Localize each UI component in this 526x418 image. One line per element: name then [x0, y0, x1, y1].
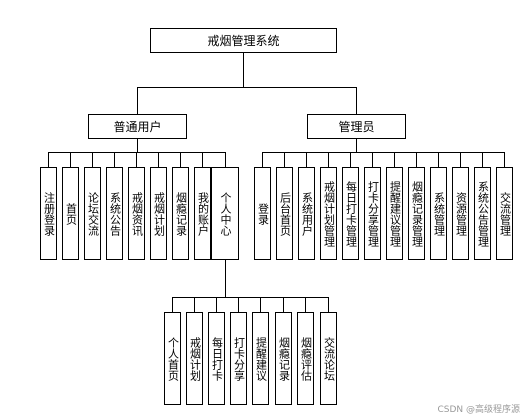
admin-node: 每日打卡管理	[342, 167, 359, 260]
node-label: 打卡分享	[232, 336, 246, 381]
node-label: 系统管理	[432, 191, 446, 236]
node-label: 交流论坛	[322, 336, 336, 381]
admin-node: 戒烟计划管理	[320, 167, 337, 260]
admin-node: 系统公告管理	[474, 167, 491, 260]
node-label: 系统用户	[300, 191, 314, 236]
node-label: 我的账户	[196, 191, 210, 236]
admin-node: 提醒建议管理	[386, 167, 403, 260]
node-label: 首页	[64, 202, 78, 225]
personal-node: 烟瘾评估	[297, 312, 314, 405]
branch-regular-user: 普通用户	[88, 114, 187, 139]
admin-node: 登录	[254, 167, 271, 260]
user-node: 首页	[62, 167, 79, 260]
node-label: 戒烟计划	[152, 191, 166, 236]
admin-node: 系统用户	[298, 167, 315, 260]
node-label: 烟瘾记录	[277, 336, 291, 381]
node-label: 戒烟计划管理	[322, 180, 336, 247]
user-node-personal-center: 个人中心	[211, 167, 239, 260]
user-node: 系统公告	[106, 167, 123, 260]
node-label: 提醒建议管理	[388, 180, 402, 247]
personal-node: 戒烟计划	[186, 312, 203, 405]
node-label: 提醒建议	[254, 336, 268, 381]
user-node: 戒烟资讯	[128, 167, 145, 260]
branch-label: 管理员	[338, 120, 375, 134]
personal-node: 个人首页	[164, 312, 181, 405]
node-label: 打卡分享管理	[366, 180, 380, 247]
admin-node: 系统管理	[430, 167, 447, 260]
user-node: 注册登录	[40, 167, 57, 260]
admin-node: 交流管理	[496, 167, 513, 260]
personal-node: 每日打卡	[208, 312, 225, 405]
user-node: 论坛交流	[84, 167, 101, 260]
personal-node: 打卡分享	[230, 312, 247, 405]
node-label: 交流管理	[498, 191, 512, 236]
node-label: 烟瘾记录管理	[410, 180, 424, 247]
branch-label: 普通用户	[113, 120, 162, 134]
admin-node: 资源管理	[452, 167, 469, 260]
admin-node: 烟瘾记录管理	[408, 167, 425, 260]
personal-node: 交流论坛	[320, 312, 337, 405]
personal-node: 烟瘾记录	[275, 312, 292, 405]
node-label: 每日打卡管理	[344, 180, 358, 247]
node-label: 戒烟资讯	[130, 191, 144, 236]
node-label: 戒烟计划	[188, 336, 202, 381]
branch-admin: 管理员	[307, 114, 406, 139]
root-label: 戒烟管理系统	[207, 34, 280, 48]
node-label: 登录	[256, 202, 270, 225]
node-label: 系统公告管理	[476, 180, 490, 247]
node-label: 论坛交流	[86, 191, 100, 236]
node-label: 烟瘾评估	[299, 336, 313, 381]
node-label: 后台首页	[278, 191, 292, 236]
node-label: 系统公告	[108, 191, 122, 236]
node-label: 烟瘾记录	[174, 191, 188, 236]
watermark: CSDN @高级程序源	[437, 405, 520, 415]
user-node: 戒烟计划	[150, 167, 167, 260]
user-node: 我的账户	[194, 167, 211, 260]
node-label: 注册登录	[42, 191, 56, 236]
root-node: 戒烟管理系统	[150, 28, 337, 53]
personal-node: 提醒建议	[252, 312, 269, 405]
node-label: 资源管理	[454, 191, 468, 236]
admin-node: 打卡分享管理	[364, 167, 381, 260]
node-label: 个人中心	[219, 191, 232, 236]
node-label: 每日打卡	[210, 336, 224, 381]
user-node: 烟瘾记录	[172, 167, 189, 260]
node-label: 个人首页	[166, 336, 180, 381]
admin-node: 后台首页	[276, 167, 293, 260]
